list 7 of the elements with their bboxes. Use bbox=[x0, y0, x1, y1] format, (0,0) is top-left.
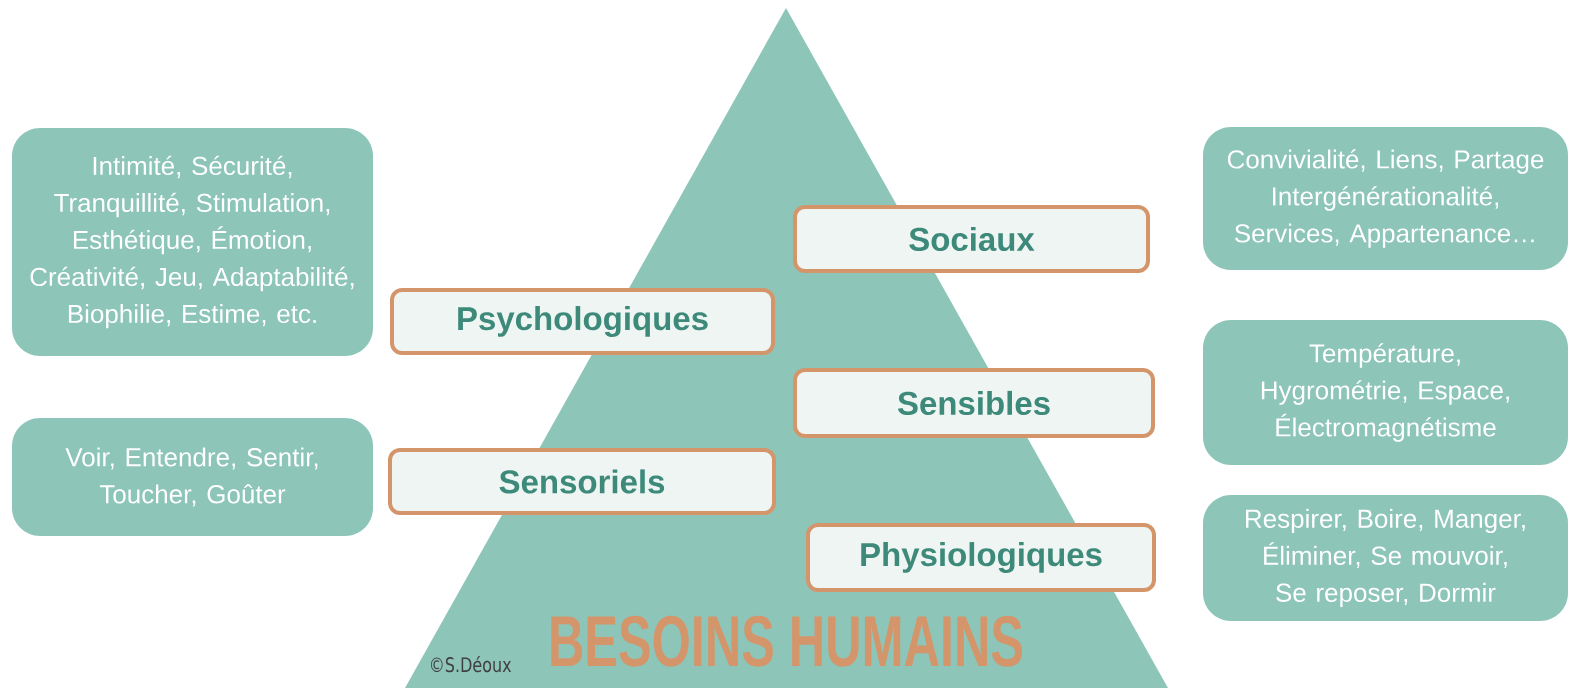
needs-box: Respirer, Boire, Manger, Éliminer, Se mouvoir, Se reposer, Dormir bbox=[1203, 495, 1568, 621]
level-label: Psychologiques bbox=[390, 288, 775, 355]
level-label: Sociaux bbox=[793, 205, 1150, 273]
needs-box: Intimité, Sécurité, Tranquillité, Stimulation, Esthétique, Émotion, Créativité, Jeu, Adaptabilité, Biophilie, Estime, etc. bbox=[12, 128, 373, 356]
needs-box: Convivialité, Liens, Partage Intergénérationalité, Services, Appartenance… bbox=[1203, 127, 1568, 270]
needs-box: Température, Hygrométrie, Espace, Électromagnétisme bbox=[1203, 320, 1568, 465]
needs-box: Voir, Entendre, Sentir, Toucher, Goûter bbox=[12, 418, 373, 536]
